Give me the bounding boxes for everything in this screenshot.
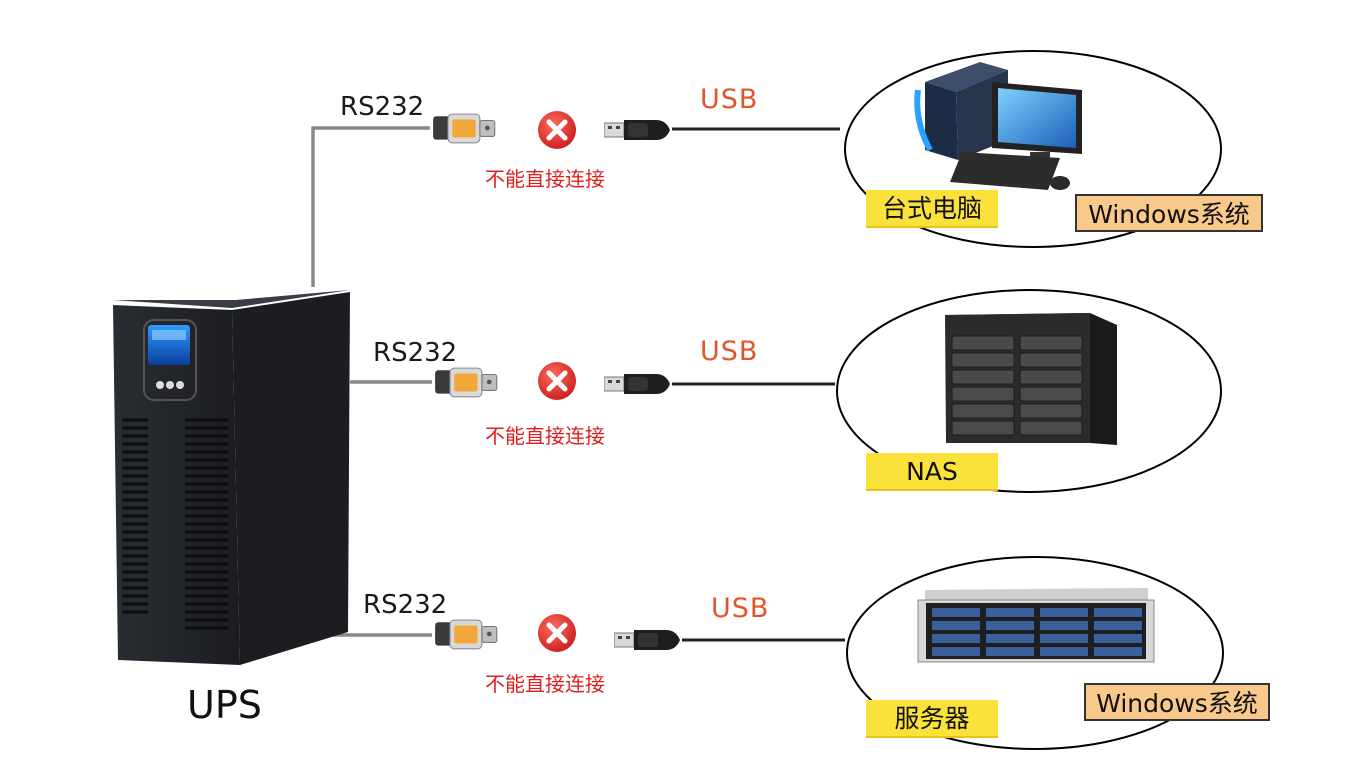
- serial-connector-icon: [434, 367, 498, 398]
- rs232-label-1: RS232: [340, 92, 425, 122]
- nas-icon: [945, 313, 1117, 445]
- error-text-3: 不能直接连接: [485, 672, 605, 696]
- rack-server-icon: [917, 588, 1155, 663]
- os-tag-2: Windows系统: [1084, 683, 1270, 721]
- device-ellipse-3: [846, 556, 1224, 750]
- os-tag-1: Windows系统: [1075, 194, 1263, 232]
- error-x-icon: [538, 111, 576, 149]
- device-ellipse-2: [836, 289, 1222, 493]
- serial-connector-icon: [432, 113, 496, 144]
- usb-plug-icon: [604, 373, 671, 395]
- device-tag-desktop: 台式电脑: [866, 190, 998, 228]
- ups-icon: [113, 290, 350, 665]
- error-x-icon: [538, 362, 576, 400]
- error-text-1: 不能直接连接: [485, 167, 605, 191]
- ups-label: UPS: [187, 683, 262, 727]
- serial-connector-icon: [434, 619, 498, 650]
- rs232-label-3: RS232: [363, 590, 448, 620]
- usb-plug-icon: [614, 629, 681, 651]
- usb-plug-icon: [604, 119, 671, 141]
- rs232-label-2: RS232: [373, 338, 458, 368]
- line-row-1: [311, 126, 430, 287]
- device-tag-server: 服务器: [866, 700, 998, 738]
- usb-cables: [672, 127, 845, 642]
- device-ellipse-1: [844, 50, 1222, 248]
- usb-label-2: USB: [700, 336, 759, 367]
- desktop-computer-icon: [914, 62, 1082, 190]
- usb-label-1: USB: [700, 84, 759, 115]
- error-x-icon: [538, 614, 576, 652]
- device-tag-nas: NAS: [866, 453, 998, 491]
- error-text-2: 不能直接连接: [485, 424, 605, 448]
- usb-label-3: USB: [711, 593, 770, 624]
